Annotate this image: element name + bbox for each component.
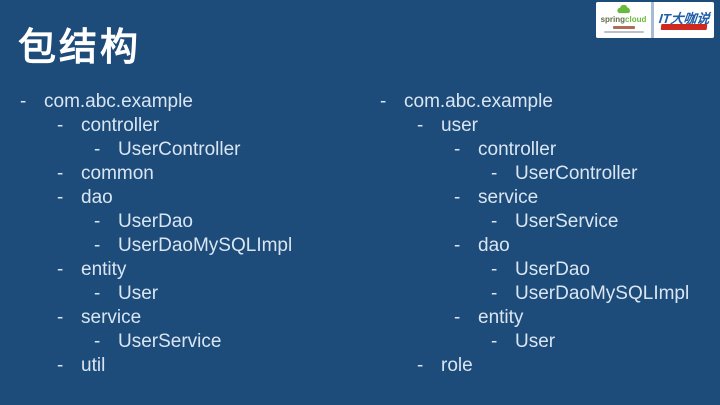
tree-item-label: UserDao <box>118 211 193 232</box>
package-tree-left: -com.abc.example-controller-UserControll… <box>20 90 292 378</box>
itdks-logo: IT大咖说 <box>654 2 714 38</box>
tree-item-label: entity <box>81 259 127 280</box>
bullet-dash: - <box>20 91 27 112</box>
tree-item: -entity <box>454 306 689 330</box>
bullet-dash: - <box>380 91 387 112</box>
tree-item: -UserDao <box>94 210 292 234</box>
bullet-dash: - <box>57 115 64 136</box>
springcloud-subtext-bar2 <box>603 31 644 33</box>
bullet-dash: - <box>94 331 101 352</box>
bullet-dash: - <box>491 211 498 232</box>
tree-item: -dao <box>57 186 292 210</box>
tree-item: -UserController <box>491 162 689 186</box>
bullet-dash: - <box>94 235 101 256</box>
logo-divider <box>651 2 654 38</box>
springcloud-wordmark: springcloud <box>601 15 647 24</box>
bullet-dash: - <box>57 355 64 376</box>
tree-item: -UserDao <box>491 258 689 282</box>
itdks-wordmark: IT大咖说 <box>657 10 711 26</box>
tree-item-label: com.abc.example <box>404 91 553 112</box>
tree-item-label: UserService <box>515 211 619 232</box>
bullet-dash: - <box>57 163 64 184</box>
tree-item: -UserController <box>94 138 292 162</box>
bullet-dash: - <box>491 163 498 184</box>
tree-item-label: User <box>118 283 159 304</box>
bullet-dash: - <box>454 139 461 160</box>
cloud-icon <box>616 4 630 14</box>
tree-item: -role <box>417 354 689 378</box>
tree-item-label: UserDao <box>515 259 590 280</box>
tree-item-label: UserDaoMySQLImpl <box>118 235 293 256</box>
tree-item-label: dao <box>81 187 113 208</box>
springcloud-wordmark-cloud: cloud <box>625 15 647 24</box>
tree-item: -UserService <box>491 210 689 234</box>
tree-item: -UserDaoMySQLImpl <box>94 234 292 258</box>
springcloud-logo: springcloud <box>596 2 651 38</box>
tree-item: -controller <box>57 114 292 138</box>
tree-item: -util <box>57 354 292 378</box>
bullet-dash: - <box>94 139 101 160</box>
tree-item: -controller <box>454 138 689 162</box>
page-title: 包结构 <box>18 27 142 69</box>
tree-item-label: UserController <box>515 163 638 184</box>
bullet-dash: - <box>454 235 461 256</box>
bullet-dash: - <box>491 283 498 304</box>
bullet-dash: - <box>57 187 64 208</box>
tree-item-label: UserController <box>118 139 241 160</box>
package-tree-right: -com.abc.example-user-controller-UserCon… <box>380 90 689 378</box>
tree-item-label: common <box>81 163 154 184</box>
bullet-dash: - <box>94 211 101 232</box>
bullet-dash: - <box>454 307 461 328</box>
tree-item-label: role <box>441 355 473 376</box>
tree-item: -service <box>57 306 292 330</box>
tree-item-label: util <box>81 355 106 376</box>
tree-item: -dao <box>454 234 689 258</box>
tree-item: -com.abc.example <box>20 90 292 114</box>
tree-item-label: controller <box>478 139 557 160</box>
bullet-dash: - <box>491 259 498 280</box>
tree-item: -entity <box>57 258 292 282</box>
bullet-dash: - <box>417 355 424 376</box>
tree-item-label: UserDaoMySQLImpl <box>515 283 690 304</box>
tree-item: -user <box>417 114 689 138</box>
logo-panel: springcloud IT大咖说 <box>596 2 714 38</box>
bullet-dash: - <box>94 283 101 304</box>
bullet-dash: - <box>57 307 64 328</box>
tree-item: -com.abc.example <box>380 90 689 114</box>
tree-item: -UserService <box>94 330 292 354</box>
bullet-dash: - <box>417 115 424 136</box>
tree-item: -UserDaoMySQLImpl <box>491 282 689 306</box>
tree-item: -common <box>57 162 292 186</box>
tree-item-label: entity <box>478 307 524 328</box>
tree-item: -service <box>454 186 689 210</box>
tree-item-label: User <box>515 331 556 352</box>
springcloud-subtext-bar <box>612 26 635 29</box>
tree-item: -User <box>94 282 292 306</box>
tree-item-label: com.abc.example <box>44 91 193 112</box>
itdks-banner <box>660 24 708 30</box>
tree-item: -User <box>491 330 689 354</box>
bullet-dash: - <box>57 259 64 280</box>
bullet-dash: - <box>491 331 498 352</box>
tree-item-label: UserService <box>118 331 222 352</box>
tree-item-label: controller <box>81 115 160 136</box>
springcloud-wordmark-spring: spring <box>600 15 626 24</box>
tree-item-label: service <box>81 307 142 328</box>
tree-item-label: dao <box>478 235 510 256</box>
tree-item-label: service <box>478 187 539 208</box>
tree-item-label: user <box>441 115 478 136</box>
bullet-dash: - <box>454 187 461 208</box>
